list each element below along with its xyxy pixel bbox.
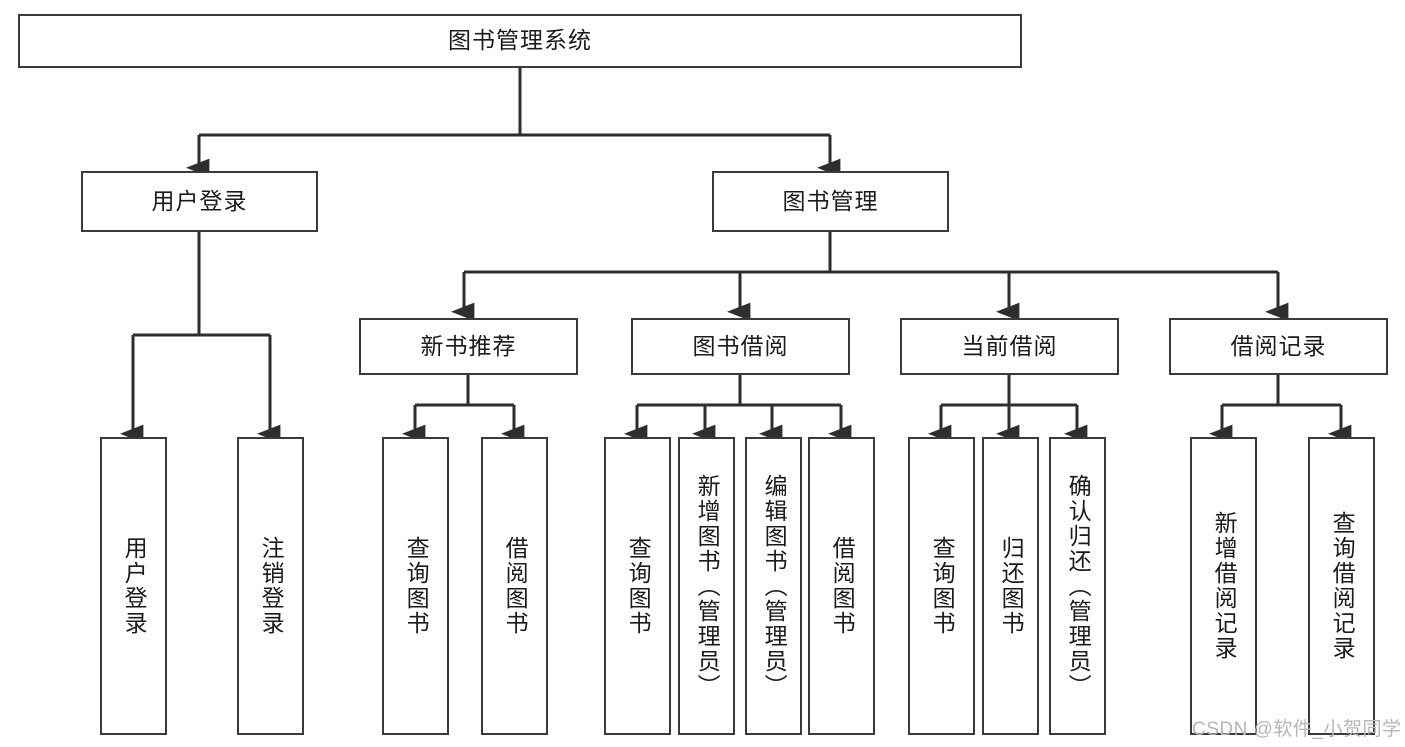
- node-leaf-cur-confirm[interactable]: 确认归还（管理员）: [1049, 437, 1106, 735]
- node-user-login[interactable]: 用户登录: [81, 171, 318, 232]
- node-leaf-user-logout[interactable]: 注销登录: [237, 437, 304, 735]
- node-leaf-borrow-query-label: 查询图书: [625, 536, 652, 636]
- node-leaf-record-query[interactable]: 查询借阅记录: [1308, 437, 1375, 735]
- node-book-borrow-label: 图书借阅: [692, 332, 789, 359]
- node-leaf-record-add-label: 新增借阅记录: [1211, 511, 1238, 661]
- node-leaf-cur-confirm-label: 确认归还（管理员）: [1065, 473, 1092, 699]
- node-current-borrow[interactable]: 当前借阅: [900, 318, 1119, 375]
- node-book-manage-label: 图书管理: [782, 187, 879, 214]
- node-leaf-rec-query[interactable]: 查询图书: [382, 437, 449, 735]
- node-leaf-borrow-add[interactable]: 新增图书（管理员）: [678, 437, 735, 735]
- node-leaf-rec-borrow[interactable]: 借阅图书: [481, 437, 548, 735]
- node-book-borrow[interactable]: 图书借阅: [631, 318, 850, 375]
- node-leaf-borrow-query[interactable]: 查询图书: [604, 437, 671, 735]
- node-leaf-cur-query-label: 查询图书: [929, 536, 956, 636]
- node-leaf-cur-return[interactable]: 归还图书: [982, 437, 1039, 735]
- node-leaf-user-logout-label: 注销登录: [258, 536, 285, 636]
- node-leaf-borrow-do[interactable]: 借阅图书: [808, 437, 875, 735]
- node-leaf-borrow-add-label: 新增图书（管理员）: [694, 473, 721, 699]
- node-borrow-record[interactable]: 借阅记录: [1169, 318, 1388, 375]
- node-new-book-rec[interactable]: 新书推荐: [359, 318, 578, 375]
- node-leaf-rec-query-label: 查询图书: [403, 536, 430, 636]
- node-leaf-borrow-edit[interactable]: 编辑图书（管理员）: [745, 437, 802, 735]
- node-book-manage[interactable]: 图书管理: [712, 171, 949, 232]
- node-leaf-borrow-do-label: 借阅图书: [829, 536, 856, 636]
- node-leaf-record-add[interactable]: 新增借阅记录: [1190, 437, 1257, 735]
- node-leaf-cur-return-label: 归还图书: [998, 536, 1025, 636]
- node-leaf-cur-query[interactable]: 查询图书: [908, 437, 975, 735]
- node-root[interactable]: 图书管理系统: [18, 14, 1022, 68]
- node-new-book-rec-label: 新书推荐: [420, 332, 517, 359]
- node-leaf-rec-borrow-label: 借阅图书: [502, 536, 529, 636]
- node-user-login-label: 用户登录: [151, 187, 248, 214]
- node-leaf-record-query-label: 查询借阅记录: [1329, 511, 1356, 661]
- node-current-borrow-label: 当前借阅: [961, 332, 1058, 359]
- node-leaf-user-login[interactable]: 用户登录: [100, 437, 167, 735]
- node-leaf-borrow-edit-label: 编辑图书（管理员）: [761, 473, 788, 699]
- node-borrow-record-label: 借阅记录: [1230, 332, 1327, 359]
- node-leaf-user-login-label: 用户登录: [121, 536, 148, 636]
- node-root-label: 图书管理系统: [448, 27, 592, 54]
